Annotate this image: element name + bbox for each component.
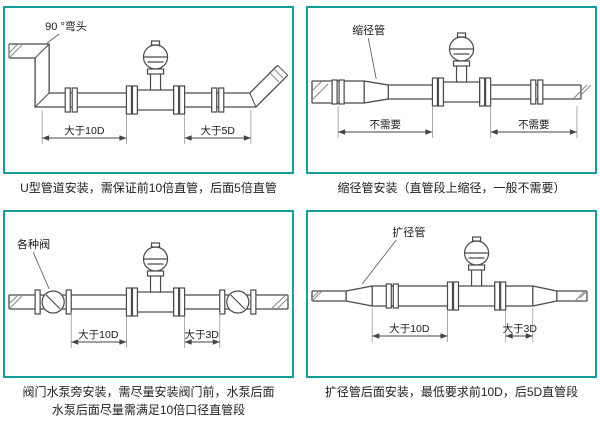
diagram-u-pipe: 大于10D 大于5D 90 °弯头 [8,19,289,144]
extension-lines [41,110,252,144]
caption-reducer: 缩径管安装（直管段上缩径，一般不需要） [337,181,566,195]
diagram-valve: 大于10D 大于3D 各种阀 [8,237,289,348]
flange-icon [385,282,399,309]
panel-expander: 大于10D 大于3D 扩径管 扩径管后面安装，最低要求前10D，后5D直管段 [306,209,597,424]
diagram-expander: 大于10D 大于3D 扩径管 [311,225,588,342]
extension-lines [337,106,578,138]
panel-reducer: 不需要 不需要 缩径管 缩径管安装（直管段上缩径，一般不需要） [306,6,597,202]
dimension-left: 大于10D [372,322,448,339]
part-label-valve: 各种阀 [17,237,50,251]
flange-icon [211,87,225,113]
dimension-left: 大于10D [71,328,127,345]
flange-icon [530,79,544,105]
dimension-label-left: 大于10D [389,322,430,335]
dimension-right: 大于3D [184,328,220,345]
dimension-left: 不需要 [338,119,433,135]
flange-icon [64,87,78,113]
flange-icon [331,79,345,105]
flowmeter-icon [431,32,492,107]
dimension-label-left: 大于10D [78,328,119,341]
dimension-label-right: 大于3D [502,322,537,335]
diagram-box-u-pipe: 大于10D 大于5D 90 °弯头 [3,6,294,174]
flowmeter-icon [125,241,186,317]
dimension-right: 不需要 [490,119,577,135]
extension-lines [70,311,221,348]
dimension-label-right: 大于3D [184,328,219,341]
diagram-box-reducer: 不需要 不需要 缩径管 [306,6,597,174]
valve-icon [219,288,257,315]
leader-line [46,33,60,44]
valve-icon [34,288,72,315]
dimension-right: 大于5D [184,124,251,141]
diagram-box-expander: 大于10D 大于3D 扩径管 [306,209,597,378]
leader-line [361,239,397,284]
diagram-reducer: 不需要 不需要 缩径管 [311,23,592,138]
panel-u-pipe: 大于10D 大于5D 90 °弯头 U型管道安装，需保证前10倍直管，后面5倍直… [3,6,294,202]
dimension-label-right: 大于5D [200,124,235,137]
dimension-label-right: 不需要 [518,119,550,131]
part-label-reducer: 缩径管 [352,23,385,37]
extension-lines [371,307,534,342]
caption-u-pipe: U型管道安装，需保证前10倍直管，后面5倍直管 [20,181,277,195]
dimension-left: 大于10D [42,124,127,141]
leader-line [367,37,377,80]
flowmeter-icon [446,235,507,311]
panel-valve-pump: 大于10D 大于3D 各种阀 阀门水泵旁安装，需尽量安装阀门前，水泵后面 水泵后… [3,209,294,424]
pipe-run [311,284,588,307]
part-label-elbow: 90 °弯头 [45,19,87,33]
flowmeter-icon [125,40,186,115]
part-label-expander: 扩径管 [392,225,425,239]
leader-line [32,251,50,289]
dimension-label-left: 大于10D [64,124,105,137]
dimension-label-left: 不需要 [369,119,401,131]
dimension-right: 大于3D [502,322,537,339]
caption-valve: 阀门水泵旁安装，需尽量安装阀门前，水泵后面 水泵后面尽量需满足10倍口径直管段 [22,384,275,418]
caption-expander: 扩径管后面安装，最低要求前10D，后5D直管段 [324,384,579,399]
diagram-box-valve: 大于10D 大于3D 各种阀 [3,209,294,378]
pipe-run [8,43,289,108]
